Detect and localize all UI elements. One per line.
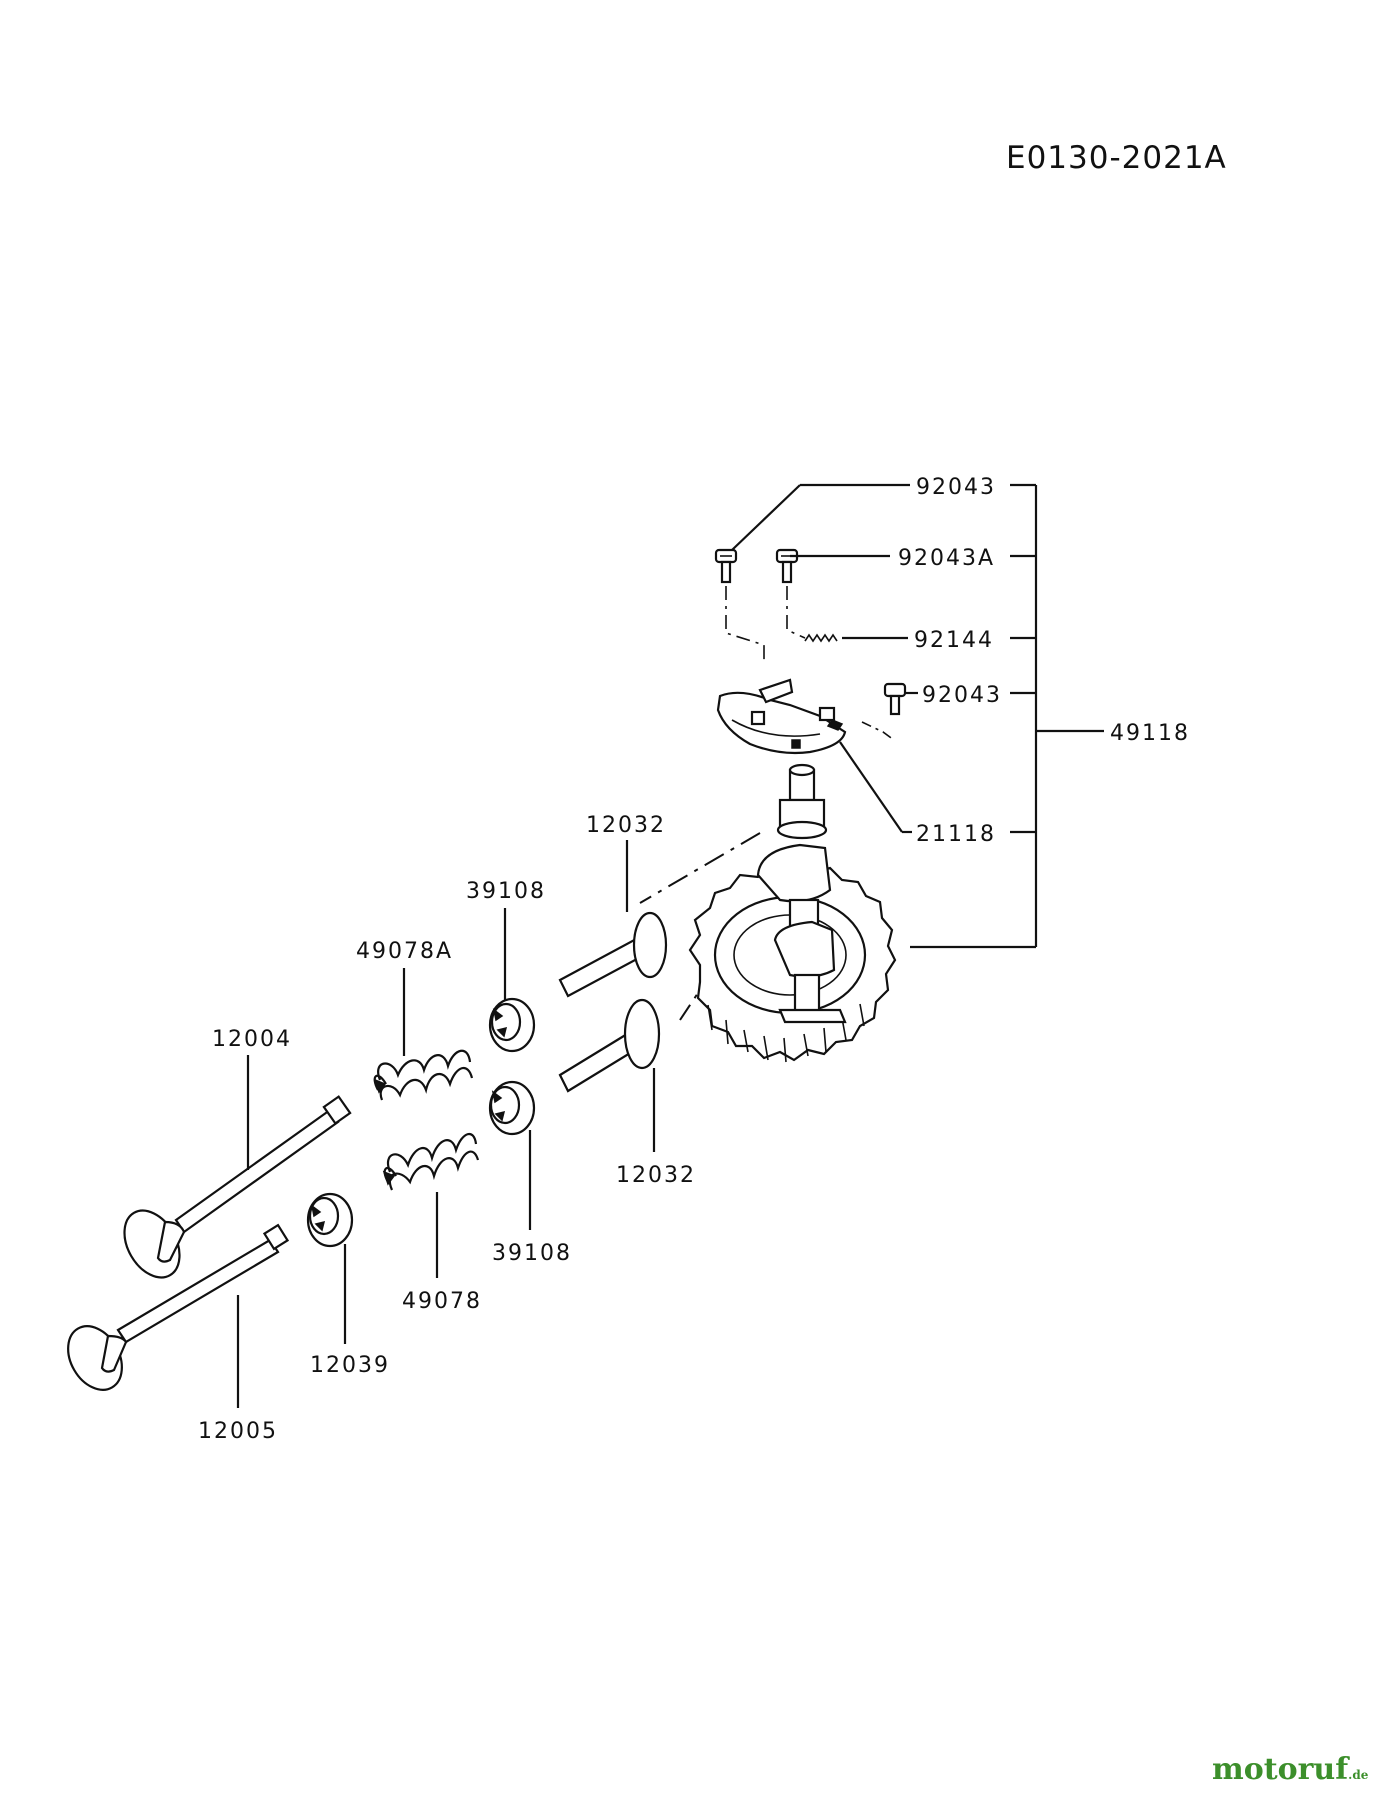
label-12005: 12005 xyxy=(198,1419,278,1444)
watermark-tld: .de xyxy=(1348,1768,1369,1782)
retainer-12039[interactable] xyxy=(306,1192,354,1248)
label-12032-upper: 12032 xyxy=(586,813,666,838)
spring-92144[interactable] xyxy=(804,633,838,643)
valve-spring-49078[interactable] xyxy=(382,1133,480,1191)
label-12032-lower: 12032 xyxy=(616,1163,696,1188)
bolt-92043A[interactable] xyxy=(775,548,799,584)
label-92043-top: 92043 xyxy=(916,475,996,500)
retainer-39108-upper[interactable] xyxy=(488,997,536,1053)
label-92144: 92144 xyxy=(914,628,994,653)
valve-12005[interactable] xyxy=(57,1223,290,1399)
label-12039: 12039 xyxy=(310,1353,390,1378)
watermark-brand: motoruf xyxy=(1212,1752,1349,1787)
bolt-92043-left[interactable] xyxy=(714,548,738,584)
label-49078: 49078 xyxy=(402,1289,482,1314)
valve-12032-upper[interactable] xyxy=(558,911,668,998)
bolt-92043-right[interactable] xyxy=(883,682,907,716)
retainer-39108-lower[interactable] xyxy=(488,1080,536,1136)
label-39108-upper: 39108 xyxy=(466,879,546,904)
label-92043-right: 92043 xyxy=(922,683,1002,708)
governor-cup-21118[interactable] xyxy=(716,678,847,755)
watermark-logo: motoruf.de xyxy=(1212,1752,1368,1787)
leader-lines xyxy=(236,483,918,1408)
label-49078A: 49078A xyxy=(356,939,453,964)
label-12004: 12004 xyxy=(212,1027,292,1052)
label-39108-lower: 39108 xyxy=(492,1241,572,1266)
valve-12032-lower[interactable] xyxy=(558,998,661,1093)
valve-12004[interactable] xyxy=(113,1095,352,1288)
label-92043A: 92043A xyxy=(898,546,995,571)
label-49118: 49118 xyxy=(1110,721,1190,746)
assembly-bracket-49118 xyxy=(910,483,1104,949)
label-21118: 21118 xyxy=(916,822,996,847)
camshaft[interactable] xyxy=(756,763,847,1024)
valve-spring-49078A[interactable] xyxy=(373,1049,474,1101)
diagram-code: E0130-2021A xyxy=(1006,140,1227,176)
